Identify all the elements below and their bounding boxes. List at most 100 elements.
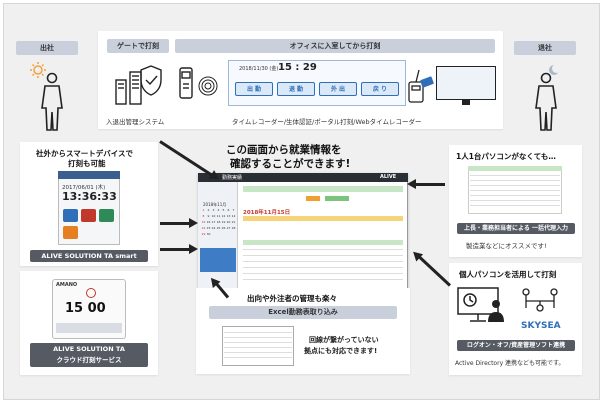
access-gate-icon [115, 65, 162, 105]
smartphone-title-line1: 社外からスマートデバイスで [36, 149, 134, 158]
excel-label: Excel勤務表取り込み [209, 306, 397, 319]
calendar-day[interactable]: 4 [217, 208, 220, 212]
proxy-title: 1人1台パソコンがなくても… [456, 152, 556, 161]
calendar-day[interactable]: 15 [201, 220, 206, 224]
calendar-day[interactable]: 3 [212, 208, 215, 212]
calendar-day[interactable]: 16 [206, 220, 211, 224]
moon-icon [549, 64, 561, 75]
table-row [224, 332, 292, 333]
calendar-day[interactable]: 7 [232, 208, 235, 212]
access-system-caption: 入退出管理システム [106, 118, 165, 126]
clock-button[interactable]: 外 出 [319, 82, 357, 96]
table-row [470, 205, 560, 206]
monitor-stand [462, 100, 470, 105]
clock-button[interactable]: 戻 り [361, 82, 399, 96]
smartphone-label: ALIVE SOLUTION TA smart [30, 250, 148, 262]
table-row [470, 200, 560, 201]
cloud-time: 15 00 [65, 301, 106, 316]
pc-logon-caption: Active Directory 連携なども可能です。 [455, 360, 565, 367]
smartphone-time: 13:36:33 [62, 190, 117, 203]
ic-card-reader-icon [408, 69, 434, 103]
clock-out-label: 退社 [514, 41, 576, 55]
calendar-day[interactable]: 27 [226, 226, 231, 230]
calendar-day[interactable]: 11 [216, 214, 221, 218]
calendar-day[interactable]: 29 [201, 232, 206, 236]
calendar-day[interactable]: 19 [221, 220, 226, 224]
calendar-day[interactable]: 22 [201, 226, 206, 230]
calendar-day[interactable]: 5 [222, 208, 225, 212]
table-row [224, 352, 292, 353]
timecard-caption: タイムレコーダー/生体認証/ポータル打刻/Webタイムレコーダー [232, 118, 422, 126]
pc-logon-panel [449, 263, 582, 375]
table-row [224, 347, 292, 348]
clock-dial-icon [86, 288, 96, 298]
arrow-proxy [407, 179, 445, 189]
cloud-brand: AMANO [56, 282, 78, 288]
proxy-screen-header [468, 166, 562, 171]
calendar-day[interactable]: 23 [206, 226, 211, 230]
office-entry-label: オフィスに入室してから打刻 [175, 39, 495, 53]
clock-date: 2018/11/30 (金) [239, 66, 279, 72]
monitor-screen [436, 66, 496, 100]
calendar-day[interactable]: 20 [226, 220, 231, 224]
pc-user-icon [457, 287, 504, 322]
clock-in-label: 出社 [16, 41, 78, 55]
calendar-month: 2018年11月 [203, 202, 227, 207]
calendar-day[interactable]: 12 [221, 214, 226, 218]
calendar-day[interactable]: 14 [231, 214, 236, 218]
calendar-day[interactable]: 25 [216, 226, 221, 230]
app-orange-tab [306, 196, 320, 201]
proxy-caption: 製造業などにオススメです! [466, 242, 547, 250]
person-icon [30, 62, 63, 131]
calendar-day[interactable]: 6 [227, 208, 230, 212]
table-row [243, 267, 403, 268]
smartphone-header [58, 171, 120, 179]
table-row [470, 195, 560, 196]
table-row [224, 357, 292, 358]
calendar-day[interactable]: 21 [231, 220, 236, 224]
clock-button[interactable]: 出 勤 [235, 82, 273, 96]
table-row [243, 249, 403, 250]
table-row [470, 185, 560, 186]
calendar-day[interactable]: 17 [211, 220, 216, 224]
clock-button[interactable]: 退 勤 [277, 82, 315, 96]
calendar-day[interactable]: 24 [211, 226, 216, 230]
calendar-day[interactable]: 13 [226, 214, 231, 218]
calendar-day[interactable]: 8 [202, 214, 205, 218]
app-tab-bar [243, 186, 403, 192]
calendar-day[interactable]: 9 [207, 214, 210, 218]
arrow-smartphone [160, 218, 198, 228]
gate-label: ゲートで打刻 [107, 39, 169, 53]
excel-note-line1: 回線が繋がっていない [309, 336, 379, 344]
calendar-day[interactable]: 18 [216, 220, 221, 224]
app-table-header [243, 240, 403, 245]
app-logo: ALIVE [380, 174, 397, 180]
app-green-btn [325, 196, 349, 201]
calendar-day[interactable]: 30 [206, 232, 211, 236]
app-month: 2018年11月15日 [243, 210, 291, 216]
cloud-label-line2: クラウド打刻サービス [56, 356, 122, 364]
calendar-day[interactable]: 10 [211, 214, 216, 218]
fingerprint-icon [198, 76, 218, 96]
table-row [470, 190, 560, 191]
smartphone-btn-out[interactable] [81, 209, 96, 222]
pc-logon-bar: ログオン・オフ/資産管理ソフト連携 [457, 340, 575, 351]
calendar-day[interactable]: 28 [231, 226, 236, 230]
skysea-logo: SKYSEA [521, 321, 561, 331]
app-sidebar [198, 182, 238, 290]
headline-line2: 確認することができます! [230, 158, 351, 170]
smartphone-btn-away[interactable] [99, 209, 114, 222]
table-row [243, 255, 403, 256]
smartphone-btn-in[interactable] [63, 209, 78, 222]
proxy-bar: 上長・業務担当者による 一括代理入力 [457, 223, 575, 234]
table-row [224, 337, 292, 338]
calendar-day[interactable]: 26 [221, 226, 226, 230]
app-summary-header [243, 216, 403, 221]
cloud-label-line1: ALIVE SOLUTION TA [53, 345, 125, 353]
app-menu-title: 勤務実績 [222, 175, 243, 181]
calendar-day[interactable]: 2 [207, 208, 210, 212]
pc-logon-title: 個人パソコンを活用して打刻 [459, 270, 557, 279]
network-icon [522, 288, 558, 312]
smartphone-btn-return[interactable] [63, 226, 78, 239]
calendar-day[interactable]: 1 [202, 208, 205, 212]
